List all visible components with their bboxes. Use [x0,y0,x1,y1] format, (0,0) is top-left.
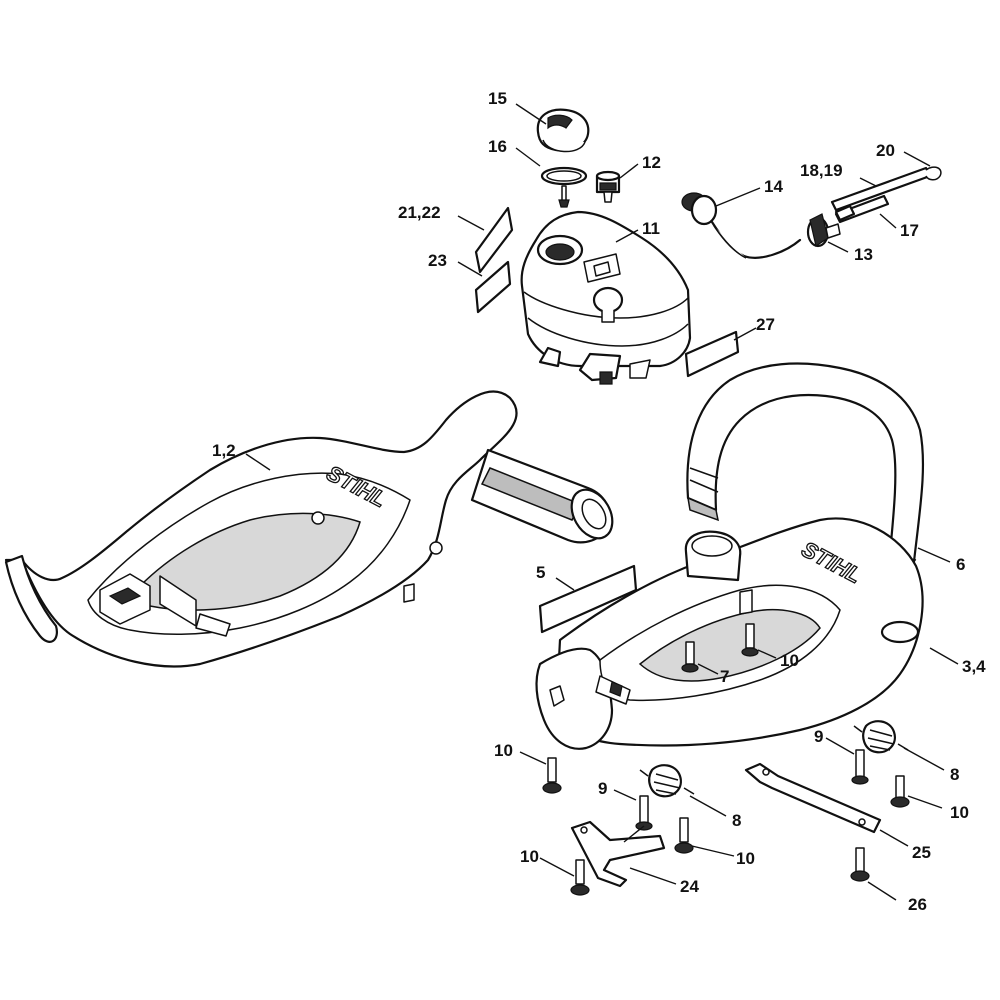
part-26-screw [850,847,870,882]
callout-13: 13 [854,245,873,264]
part-14-primer-bulb [681,192,802,259]
part-24-bracket [570,820,666,888]
part-8-spring-right [853,720,909,754]
callout-3-4: 3,4 [962,657,986,676]
part-9-screw-left [635,795,653,831]
callout-24: 24 [680,877,699,896]
callout-27: 27 [756,315,775,334]
callout-23: 23 [428,251,447,270]
callout-5: 5 [536,563,545,582]
callout-16: 16 [488,137,507,156]
callout-10-right: 10 [950,803,969,822]
callout-17: 17 [900,221,919,240]
callout-12: 12 [642,153,661,172]
callout-8-left: 8 [732,811,741,830]
callout-6: 6 [956,555,965,574]
part-7-screw [681,641,699,673]
callout-18-19: 18,19 [800,161,843,180]
callout-25: 25 [912,843,931,862]
callout-1-2: 1,2 [212,441,236,460]
part-10-screw-left [542,757,562,794]
callout-9-left: 9 [598,779,607,798]
part-23-label [474,260,512,314]
part-12-valve [595,170,621,203]
part-1-2-side-grip [470,448,614,544]
callout-10-upper-right: 10 [780,651,799,670]
callout-10-left: 10 [494,741,513,760]
part-10-screw-middle [674,817,694,854]
part-10-screw-upper [741,623,759,657]
callout-9-right: 9 [814,727,823,746]
callout-8-right: 8 [950,765,959,784]
part-21-22-label [474,206,514,274]
leader-lines [245,103,959,901]
part-25-bracket [744,762,882,834]
callout-7: 7 [720,667,729,686]
callout-15: 15 [488,89,507,108]
part-8-spring-left [639,764,695,798]
part-16-ring [540,166,588,208]
part-17-18-19-tubes [830,166,932,224]
part-9-screw-right [851,749,869,785]
callout-14: 14 [764,177,783,196]
part-3-4-front-handle-housing: STIHL [535,517,924,750]
part-10-screw-bottom-left [570,859,590,896]
part-27-label [684,330,740,378]
callout-20: 20 [876,141,895,160]
part-1-2-rear-handle-housing: STIHL [4,390,518,668]
callout-10-middle: 10 [736,849,755,868]
part-13-fuel-pickup [806,213,841,248]
callout-21-22: 21,22 [398,203,441,222]
callout-11: 11 [642,219,660,238]
callouts: 15 16 12 21,22 23 11 14 18,19 20 17 13 2… [212,89,986,914]
part-10-screw-right [890,775,910,808]
part-20-clip [925,166,942,181]
part-15-fuel-cap [536,108,590,153]
callout-10-bottom-left: 10 [520,847,539,866]
part-11-fuel-tank [520,210,692,385]
callout-26: 26 [908,895,927,914]
